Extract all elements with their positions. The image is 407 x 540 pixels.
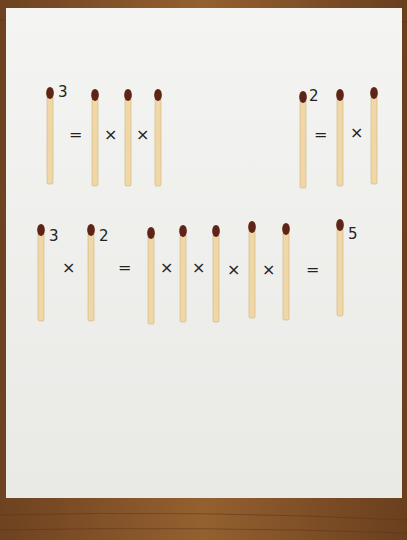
times-sign: × xyxy=(104,127,117,143)
equals-sign: = xyxy=(69,127,82,143)
equals-sign: = xyxy=(306,262,319,278)
equals-sign: = xyxy=(314,127,327,143)
exponent: 3 xyxy=(49,229,59,244)
paper-sheet xyxy=(6,8,402,498)
equals-sign: = xyxy=(118,260,131,276)
exponent: 2 xyxy=(309,89,319,104)
exponent: 3 xyxy=(58,85,68,100)
exponent: 5 xyxy=(348,227,358,242)
times-sign: × xyxy=(350,125,363,141)
times-sign: × xyxy=(192,260,205,276)
exponent: 2 xyxy=(99,229,109,244)
times-sign: × xyxy=(62,260,75,276)
times-sign: × xyxy=(136,127,149,143)
times-sign: × xyxy=(160,260,173,276)
times-sign: × xyxy=(262,262,275,278)
times-sign: × xyxy=(227,262,240,278)
